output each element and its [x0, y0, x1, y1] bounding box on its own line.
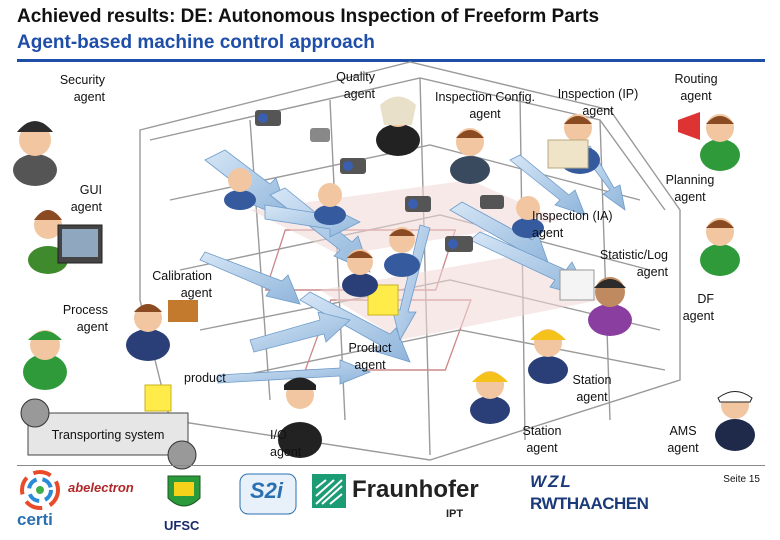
io-agent-label: I/O agent — [270, 428, 302, 459]
planning-agent-icon — [700, 218, 740, 276]
security-agent-label: Security agent — [59, 73, 105, 104]
page-subtitle: Agent-based machine control approach — [17, 32, 375, 53]
io-agent-icon — [278, 377, 322, 458]
product-agent-icon — [342, 249, 378, 297]
station-agent-1-icon — [528, 329, 568, 384]
product-label: product — [184, 371, 226, 385]
process-agent-icon — [23, 330, 67, 390]
quality-agent-label: Quality agent — [336, 70, 375, 101]
gui-agent-label: GUI agent — [70, 183, 102, 214]
ufsc-logo: UFSC — [162, 472, 222, 534]
ipt-text: IPT — [446, 508, 464, 520]
title-rule — [17, 59, 765, 62]
fraunhofer-text: Fraunhofer — [352, 476, 479, 503]
page-title: Achieved results: DE: Autonomous Inspect… — [17, 6, 600, 27]
certi-text: certi — [17, 510, 53, 529]
station-agent-1-label: Station agent — [572, 373, 612, 404]
planning-agent-label: Planning agent — [665, 173, 715, 204]
transporting-system-shape — [20, 398, 197, 470]
abelectron-text: abelectron — [68, 480, 134, 495]
wzl-rwth-logo: WZL RWTHAACHEN — [530, 472, 690, 522]
certi-logo: certi — [15, 468, 65, 530]
transporting-system-label: Transporting system — [51, 428, 165, 442]
s2i-mark-icon — [239, 473, 297, 515]
center-agents-icon — [224, 168, 544, 238]
ufsc-crest-icon — [167, 475, 201, 507]
fraunhofer-mark-icon — [312, 474, 346, 508]
statistic-log-agent-icon — [559, 269, 632, 336]
routing-agent-label: Routing agent — [674, 72, 718, 103]
security-agent-icon — [13, 121, 57, 186]
rwth-text: RWTHAACHEN — [530, 494, 649, 513]
station-agent-2-icon — [470, 371, 510, 424]
ams-agent-label: AMS agent — [667, 424, 699, 455]
footer-rule — [17, 465, 765, 466]
gui-agent-icon — [28, 210, 103, 274]
wzl-text: WZL — [530, 472, 573, 491]
inspection-ia-agent-label: Inspection (IA) agent — [532, 209, 613, 240]
calibration-agent-icon — [126, 300, 198, 361]
inspection-ia-agent-icon — [384, 227, 420, 277]
certi-mark-icon — [20, 470, 60, 510]
inspection-config-agent-label: Inspection Config. agent — [434, 90, 536, 121]
s2i-text: S2i — [250, 478, 284, 503]
ufsc-text: UFSC — [164, 518, 200, 533]
inspection-ip-agent-icon — [547, 114, 600, 174]
inspection-config-agent-icon — [450, 128, 490, 184]
ams-agent-icon — [715, 391, 755, 451]
statistic-log-agent-label: Statistic/Log agent — [599, 248, 668, 279]
fraunhofer-logo: Fraunhofer IPT — [312, 474, 482, 524]
station-agent-2-label: Station agent — [522, 424, 562, 455]
calibration-agent-label: Calibration agent — [152, 269, 212, 300]
s2i-logo: S2i — [238, 472, 298, 523]
product-cubes — [144, 284, 399, 412]
process-agent-label: Process agent — [62, 303, 108, 334]
quality-agent-icon — [376, 96, 420, 156]
inspection-ip-agent-label: Inspection (IP) agent — [557, 87, 639, 118]
page-number: Seite 15 — [723, 474, 760, 485]
df-agent-label: DF agent — [682, 292, 714, 323]
device-cameras — [255, 110, 504, 252]
routing-agent-icon — [678, 112, 740, 171]
product-agent-label: Product agent — [348, 341, 392, 372]
